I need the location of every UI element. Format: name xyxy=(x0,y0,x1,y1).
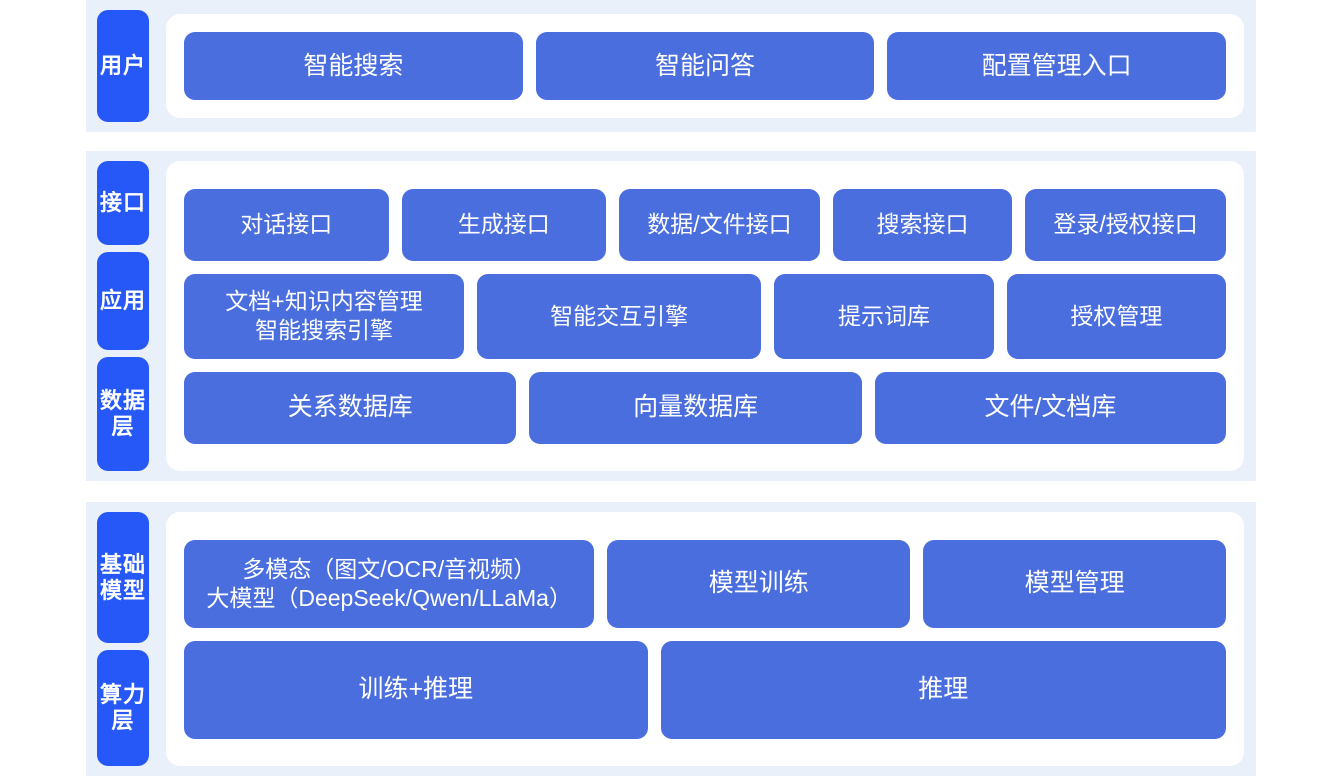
layer-label-interface: 接口 xyxy=(97,161,149,245)
card-model-training[interactable]: 模型训练 xyxy=(607,539,911,628)
row-model: 多模态（图文/OCR/音视频） 大模型（DeepSeek/Qwen/LLaMa）… xyxy=(184,539,1226,628)
card-smart-interaction-engine[interactable]: 智能交互引擎 xyxy=(477,273,762,359)
label-column-middle: 接口 应用 数据层 xyxy=(86,151,160,481)
label-column-users: 用户 xyxy=(86,0,160,132)
card-config-management-entry[interactable]: 配置管理入口 xyxy=(887,32,1227,100)
panel-users: 智能搜索 智能问答 配置管理入口 xyxy=(166,14,1244,118)
layer-label-application: 应用 xyxy=(97,252,149,350)
layer-label-foundation-model: 基础模型 xyxy=(97,512,149,643)
layer-label-user: 用户 xyxy=(97,10,149,122)
card-search-api[interactable]: 搜索接口 xyxy=(832,188,1013,261)
card-multimodal-llm[interactable]: 多模态（图文/OCR/音视频） 大模型（DeepSeek/Qwen/LLaMa） xyxy=(184,539,595,628)
panel-middle: 对话接口 生成接口 数据/文件接口 搜索接口 登录/授权接口 文档+知识内容管理… xyxy=(166,161,1244,471)
row-compute: 训练+推理 推理 xyxy=(184,640,1226,739)
card-dialog-api[interactable]: 对话接口 xyxy=(184,188,389,261)
card-login-auth-api[interactable]: 登录/授权接口 xyxy=(1025,188,1226,261)
card-prompt-library[interactable]: 提示词库 xyxy=(774,273,994,359)
card-relational-database[interactable]: 关系数据库 xyxy=(184,371,517,444)
layer-label-compute: 算力层 xyxy=(97,650,149,766)
row-data: 关系数据库 向量数据库 文件/文档库 xyxy=(184,371,1226,444)
section-base: 基础模型 算力层 多模态（图文/OCR/音视频） 大模型（DeepSeek/Qw… xyxy=(86,502,1256,776)
card-model-management[interactable]: 模型管理 xyxy=(923,539,1226,628)
label-column-base: 基础模型 算力层 xyxy=(86,502,160,776)
card-train-and-infer[interactable]: 训练+推理 xyxy=(184,640,648,739)
card-infer[interactable]: 推理 xyxy=(660,640,1226,739)
card-authorization-management[interactable]: 授权管理 xyxy=(1006,273,1226,359)
section-users: 用户 智能搜索 智能问答 配置管理入口 xyxy=(86,0,1256,132)
row-interface: 对话接口 生成接口 数据/文件接口 搜索接口 登录/授权接口 xyxy=(184,188,1226,261)
card-data-file-api[interactable]: 数据/文件接口 xyxy=(619,188,820,261)
card-smart-search[interactable]: 智能搜索 xyxy=(184,32,523,100)
card-smart-qa[interactable]: 智能问答 xyxy=(535,32,875,100)
layer-label-data: 数据层 xyxy=(97,357,149,471)
card-vector-database[interactable]: 向量数据库 xyxy=(529,371,862,444)
section-middle: 接口 应用 数据层 对话接口 生成接口 数据/文件接口 搜索接口 登录/授权接口… xyxy=(86,151,1256,481)
panel-base: 多模态（图文/OCR/音视频） 大模型（DeepSeek/Qwen/LLaMa）… xyxy=(166,512,1244,766)
row-application: 文档+知识内容管理 智能搜索引擎 智能交互引擎 提示词库 授权管理 xyxy=(184,273,1226,359)
row-user-entries: 智能搜索 智能问答 配置管理入口 xyxy=(184,32,1227,100)
card-file-document-store[interactable]: 文件/文档库 xyxy=(874,371,1226,444)
card-doc-knowledge-and-search-engine[interactable]: 文档+知识内容管理 智能搜索引擎 xyxy=(184,273,464,359)
card-generation-api[interactable]: 生成接口 xyxy=(401,188,607,261)
